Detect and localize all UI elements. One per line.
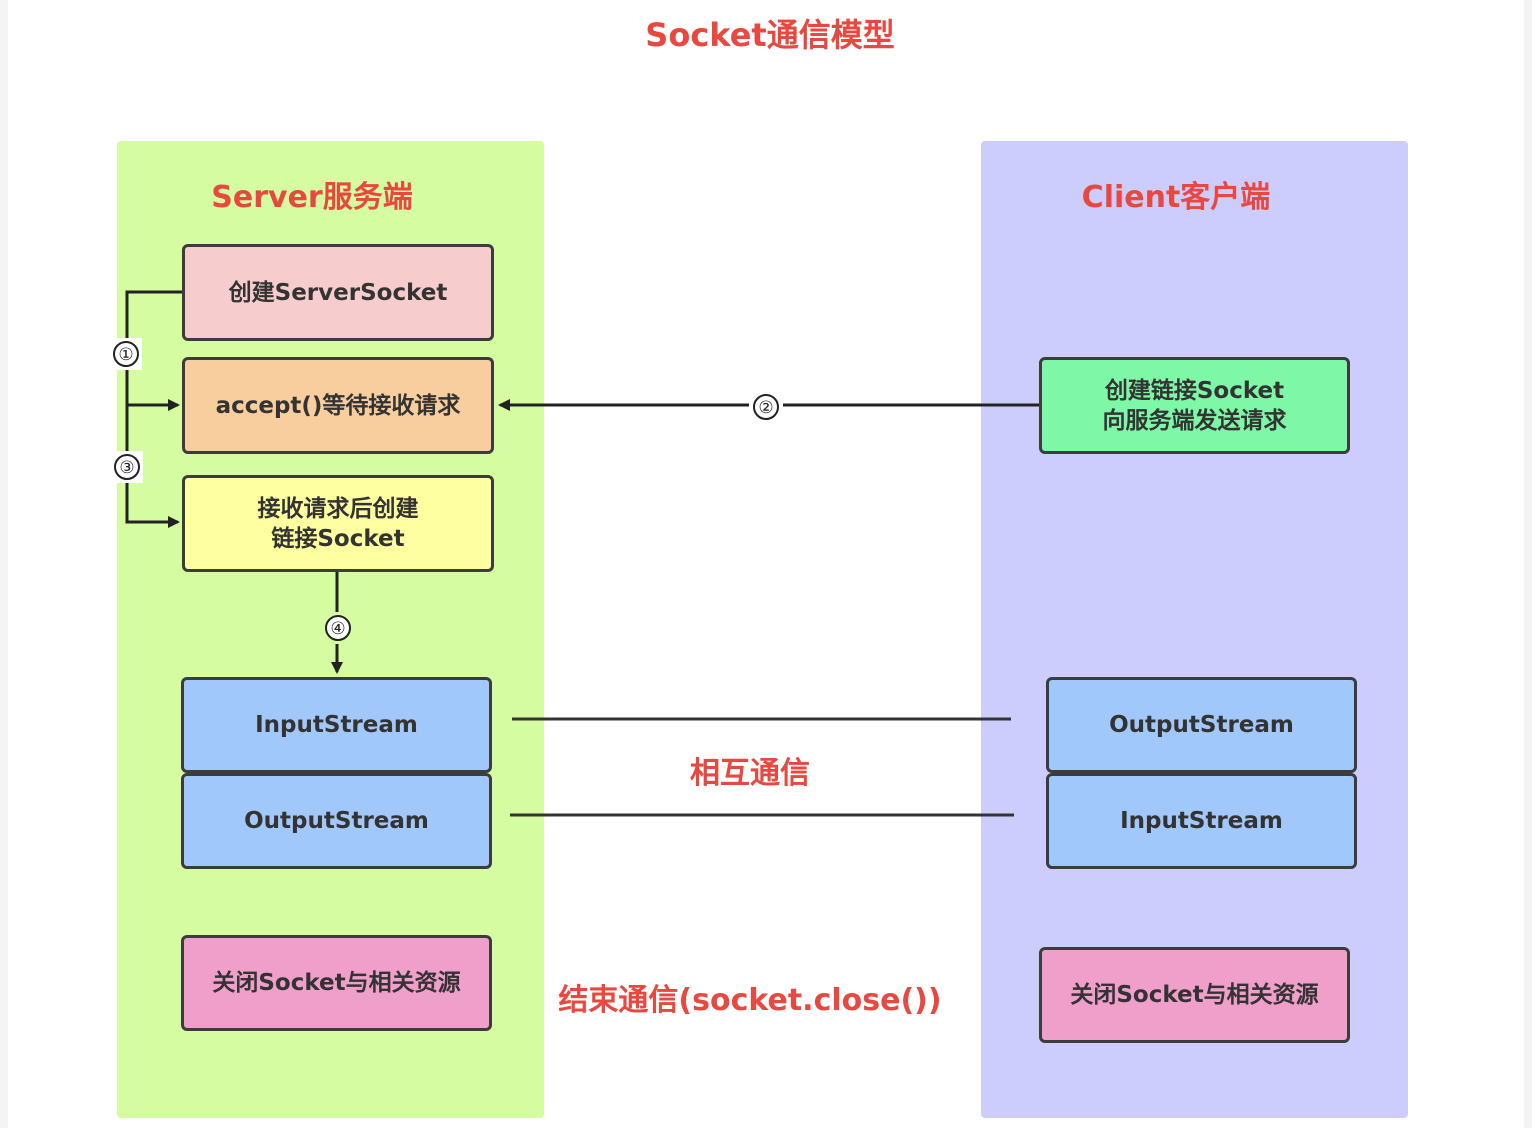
client-close-label: 关闭Socket与相关资源 (1070, 982, 1319, 1008)
server-output-stream-label: OutputStream (244, 808, 429, 834)
client-lane-title: Client客户端 (1081, 180, 1271, 215)
step3-number: ③ (119, 458, 134, 478)
client-output-stream-label: OutputStream (1109, 712, 1294, 738)
server-input-stream-label: InputStream (255, 712, 418, 738)
right-edge (1524, 0, 1532, 1128)
communicate-label: 相互通信 (690, 756, 810, 791)
server-output-stream-box: OutputStream (181, 773, 492, 869)
accept-box: accept()等待接收请求 (182, 357, 494, 454)
step4-badge: ④ (322, 612, 354, 644)
create-server-socket-box: 创建ServerSocket (182, 244, 494, 341)
client-input-stream-box: InputStream (1046, 773, 1357, 869)
client-create-link-box: 创建链接Socket 向服务端发送请求 (1039, 357, 1350, 454)
client-close-box: 关闭Socket与相关资源 (1039, 947, 1350, 1043)
accept-label: accept()等待接收请求 (215, 392, 461, 419)
step4-number: ④ (330, 619, 345, 639)
end-communication-label: 结束通信(socket.close()) (558, 983, 942, 1018)
step3-badge: ③ (111, 451, 143, 483)
server-close-label: 关闭Socket与相关资源 (212, 970, 461, 996)
server-lane-title: Server服务端 (211, 180, 413, 215)
client-create-link-label: 创建链接Socket 向服务端发送请求 (1102, 377, 1287, 434)
client-input-stream-label: InputStream (1120, 808, 1283, 834)
diagram-title: Socket通信模型 (645, 16, 895, 54)
server-input-stream-box: InputStream (181, 677, 492, 773)
server-create-link-box: 接收请求后创建 链接Socket (182, 475, 494, 572)
step1-badge: ① (110, 338, 142, 370)
client-output-stream-box: OutputStream (1046, 677, 1357, 773)
step2-badge: ② (749, 392, 783, 422)
left-edge (0, 0, 8, 1128)
server-close-box: 关闭Socket与相关资源 (181, 935, 492, 1031)
create-server-socket-label: 创建ServerSocket (228, 279, 448, 306)
server-create-link-label: 接收请求后创建 链接Socket (257, 495, 419, 552)
step2-number: ② (758, 398, 773, 418)
step1-number: ① (118, 345, 133, 365)
step3-connector (125, 405, 180, 528)
